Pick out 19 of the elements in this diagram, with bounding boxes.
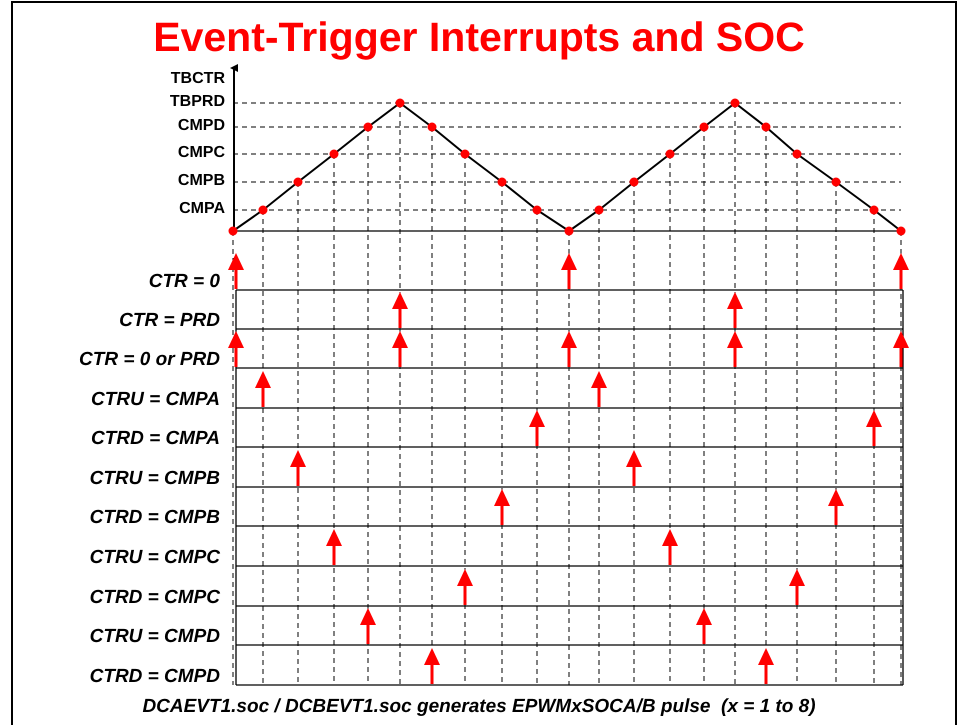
event-label: CTRU = CMPB — [90, 468, 220, 490]
event-label: CTR = PRD — [119, 310, 220, 332]
event-label: CTR = 0 or PRD — [79, 349, 220, 371]
event-label: CTRD = CMPC — [90, 587, 220, 609]
event-label: CTRU = CMPC — [90, 547, 220, 569]
axis-label: CMPC — [178, 144, 225, 162]
event-label: CTRD = CMPB — [90, 507, 220, 529]
axis-label: TBPRD — [170, 93, 225, 111]
axis-label: CMPA — [179, 200, 225, 218]
event-label: CTRD = CMPA — [91, 428, 220, 450]
axis-label: TBCTR — [170, 70, 225, 88]
event-label: CTR = 0 — [148, 271, 220, 293]
event-label: CTRD = CMPD — [90, 666, 220, 688]
caption: DCAEVT1.soc / DCBEVT1.soc generates EPWMxSOCA/B pulse (x = 1 to 8) — [141, 696, 817, 718]
event-label: CTRU = CMPD — [90, 626, 220, 648]
axis-label: CMPD — [178, 117, 225, 135]
axis-label: CMPB — [178, 172, 225, 190]
event-label: CTRU = CMPA — [91, 389, 220, 411]
title: Event-Trigger Interrupts and SOC — [152, 14, 806, 61]
